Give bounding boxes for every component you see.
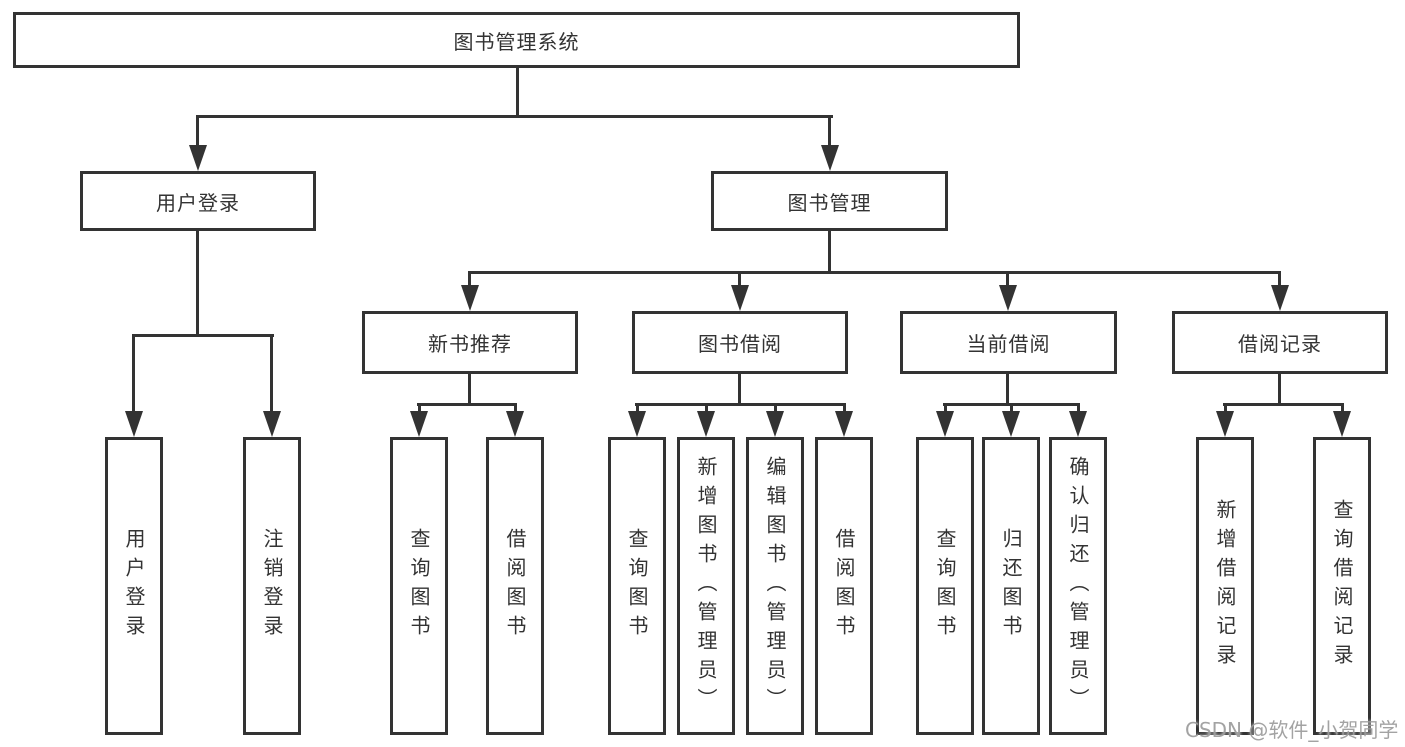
connector-line (705, 403, 708, 415)
leaf-query-books-current: 查询图书 (916, 437, 974, 735)
node-borrowing-records: 借阅记录 (1172, 311, 1388, 374)
connector-line (468, 271, 1281, 274)
leaf-query-books-borrowing: 查询图书 (608, 437, 666, 735)
connector-line (944, 403, 947, 415)
arrow-down-icon (766, 411, 784, 437)
arrow-down-icon (628, 411, 646, 437)
connector-line (132, 334, 274, 337)
node-book-management: 图书管理 (711, 171, 948, 231)
connector-line (417, 403, 517, 406)
leaf-label: 用户登录 (122, 528, 146, 644)
node-book-management-label: 图书管理 (787, 190, 872, 215)
csdn-watermark: CSDN @软件_小贺同学 (1185, 718, 1399, 742)
leaf-add-borrow-record: 新增借阅记录 (1196, 437, 1254, 735)
arrow-down-icon (1333, 411, 1351, 437)
connector-line (1077, 403, 1080, 415)
leaf-label: 借阅图书 (832, 528, 856, 644)
node-root: 图书管理系统 (13, 12, 1020, 68)
connector-line (828, 231, 831, 273)
node-current-borrowing: 当前借阅 (900, 311, 1117, 374)
node-new-book-recommend: 新书推荐 (362, 311, 578, 374)
leaf-borrow-books: 借阅图书 (815, 437, 873, 735)
arrow-down-icon (125, 411, 143, 437)
connector-line (196, 115, 199, 148)
arrow-down-icon (697, 411, 715, 437)
node-user-login-label: 用户登录 (156, 190, 240, 215)
node-current-borrowing-label: 当前借阅 (966, 332, 1051, 356)
connector-line (738, 271, 741, 289)
connector-line (514, 403, 517, 415)
connector-line (516, 68, 519, 118)
arrow-down-icon (731, 285, 749, 311)
connector-line (635, 403, 846, 406)
leaf-label: 查询图书 (625, 528, 649, 644)
arrow-down-icon (821, 145, 839, 171)
connector-line (468, 374, 471, 406)
connector-line (1223, 403, 1344, 406)
leaf-borrow-books-recommend: 借阅图书 (486, 437, 544, 735)
connector-line (738, 374, 741, 406)
connector-line (1278, 374, 1281, 406)
connector-line (418, 403, 421, 415)
arrow-down-icon (835, 411, 853, 437)
leaf-return-book: 归还图书 (982, 437, 1040, 735)
leaf-label: 借阅图书 (503, 528, 527, 644)
leaf-label: 注销登录 (260, 528, 284, 644)
leaf-label: 查询借阅记录 (1330, 499, 1354, 673)
arrow-down-icon (1002, 411, 1020, 437)
connector-line (1006, 374, 1009, 406)
arrow-down-icon (1216, 411, 1234, 437)
connector-line (468, 271, 471, 289)
leaf-add-book-admin: 新增图书（管理员） (677, 437, 735, 735)
connector-line (1341, 403, 1344, 415)
node-user-login: 用户登录 (80, 171, 316, 231)
connector-line (1224, 403, 1227, 415)
node-new-book-recommend-label: 新书推荐 (428, 332, 512, 356)
leaf-label: 查询图书 (933, 528, 957, 644)
arrow-down-icon (1271, 285, 1289, 311)
leaf-label: 新增图书（管理员） (694, 455, 718, 717)
connector-line (1006, 271, 1009, 289)
leaf-label: 归还图书 (999, 528, 1023, 644)
connector-line (1278, 271, 1281, 289)
arrow-down-icon (189, 145, 207, 171)
leaf-label: 确认归还（管理员） (1066, 455, 1090, 717)
connector-line (196, 115, 833, 118)
connector-line (270, 334, 273, 412)
arrow-down-icon (263, 411, 281, 437)
leaf-confirm-return-admin: 确认归还（管理员） (1049, 437, 1107, 735)
node-book-borrowing-label: 图书借阅 (698, 332, 782, 356)
leaf-label: 查询图书 (407, 528, 431, 644)
leaf-label: 编辑图书（管理员） (763, 455, 787, 717)
node-root-label: 图书管理系统 (453, 29, 580, 54)
leaf-user-login: 用户登录 (105, 437, 163, 735)
node-borrowing-records-label: 借阅记录 (1238, 332, 1322, 356)
arrow-down-icon (999, 285, 1017, 311)
leaf-label: 新增借阅记录 (1213, 499, 1237, 673)
leaf-edit-book-admin: 编辑图书（管理员） (746, 437, 804, 735)
node-book-borrowing: 图书借阅 (632, 311, 848, 374)
arrow-down-icon (936, 411, 954, 437)
arrow-down-icon (410, 411, 428, 437)
connector-line (828, 115, 831, 148)
leaf-query-books-recommend: 查询图书 (390, 437, 448, 735)
connector-line (132, 334, 135, 412)
connector-line (196, 231, 199, 337)
arrow-down-icon (506, 411, 524, 437)
leaf-logout: 注销登录 (243, 437, 301, 735)
connector-line (1010, 403, 1013, 415)
connector-line (636, 403, 639, 415)
arrow-down-icon (461, 285, 479, 311)
arrow-down-icon (1069, 411, 1087, 437)
connector-line (843, 403, 846, 415)
connector-line (774, 403, 777, 415)
leaf-query-borrow-record: 查询借阅记录 (1313, 437, 1371, 735)
